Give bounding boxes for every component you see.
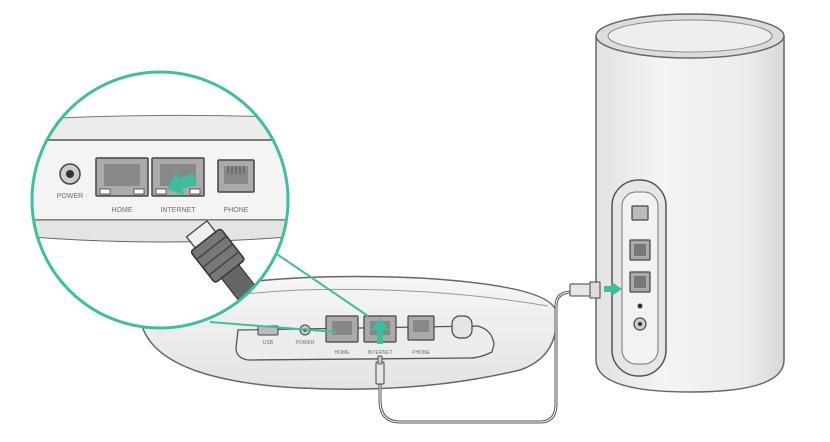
router-usb-label: USB bbox=[263, 340, 274, 346]
gateway-cable-plug-icon bbox=[569, 281, 601, 299]
router-power-label: POWER bbox=[296, 340, 315, 346]
router-device: USB POWER HOME INTERNET PHONE bbox=[139, 275, 558, 390]
router-wps-button[interactable] bbox=[451, 315, 473, 339]
zoom-phone-label: PHONE bbox=[224, 207, 249, 214]
router-internet-label: INTERNET bbox=[368, 350, 393, 356]
router-cable-plug-icon bbox=[375, 355, 385, 385]
zoom-internet-label: INTERNET bbox=[161, 207, 197, 214]
zoom-power-label: POWER bbox=[57, 193, 83, 200]
router-home-label: HOME bbox=[335, 350, 351, 356]
gateway-reset-hole[interactable] bbox=[637, 303, 643, 309]
gateway-back-panel bbox=[611, 179, 667, 377]
router-phone-label: PHONE bbox=[412, 350, 430, 356]
ethernet-cable bbox=[375, 281, 601, 424]
router-arrow-icon bbox=[371, 318, 389, 344]
gateway-arrow-icon bbox=[604, 282, 622, 296]
zoom-home-label: HOME bbox=[112, 207, 133, 214]
zoom-detail: POWER HOME INTERNET PHONE bbox=[30, 70, 290, 330]
gateway-phone-port[interactable] bbox=[631, 205, 649, 221]
zoom-arrow-icon bbox=[166, 172, 198, 196]
gateway-cylinder bbox=[595, 13, 785, 393]
